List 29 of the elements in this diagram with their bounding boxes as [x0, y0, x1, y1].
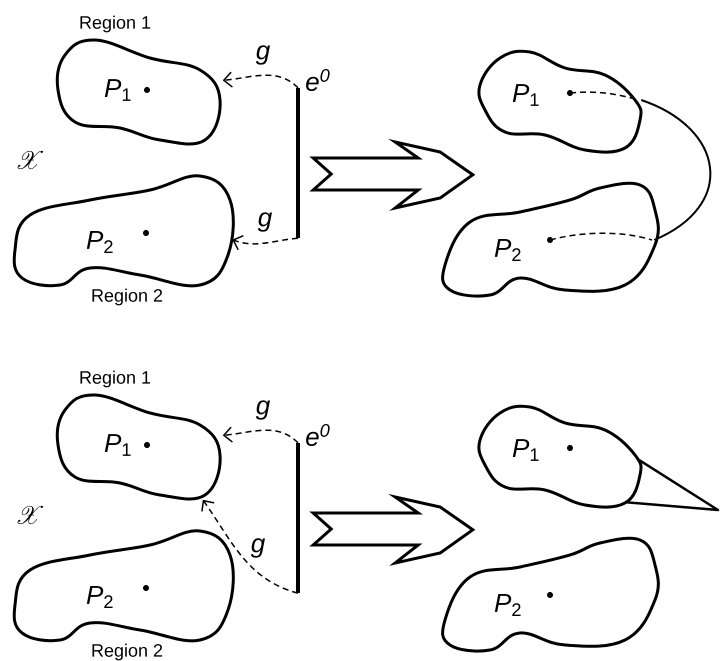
- edge-label: g: [256, 211, 274, 233]
- region-blob: P$_{1}$: [56, 393, 222, 500]
- node-label: e$^{0}$: [306, 424, 330, 446]
- region-blob: P$_{2}$: [12, 529, 235, 642]
- arrow: [222, 72, 298, 88]
- region-label: Region 2: [92, 644, 162, 660]
- region-blob: P$_{1}$: [477, 50, 643, 154]
- block-arrow: [309, 138, 476, 211]
- cell-segment: e$^{0}$: [296, 424, 330, 593]
- region-label: Region 1: [80, 16, 150, 32]
- edge-label: g: [254, 44, 272, 66]
- node-label: e$^{0}$: [306, 69, 330, 91]
- space-symbol: $\mathscr{X}$: [18, 150, 44, 170]
- space-symbol: $\mathscr{X}$: [18, 506, 44, 524]
- block-arrow: [309, 494, 476, 566]
- edge-label: g: [250, 537, 266, 559]
- region-blob: P$_{1}$: [477, 404, 643, 509]
- region-blob: P$_{2}$: [441, 536, 660, 653]
- region-label: Region 1: [80, 370, 150, 388]
- region-blob: P$_{2}$: [441, 182, 660, 298]
- attached-curve: [640, 99, 711, 241]
- arrow: [232, 235, 298, 250]
- arrow: [201, 500, 298, 594]
- edge-label: g: [254, 399, 272, 421]
- cell-segment: e$^{0}$: [296, 69, 330, 238]
- region-blob: P$_{2}$: [12, 174, 235, 288]
- region-blob: P$_{1}$: [56, 38, 222, 146]
- region-label: Region 2: [92, 288, 162, 306]
- arrow: [222, 426, 298, 444]
